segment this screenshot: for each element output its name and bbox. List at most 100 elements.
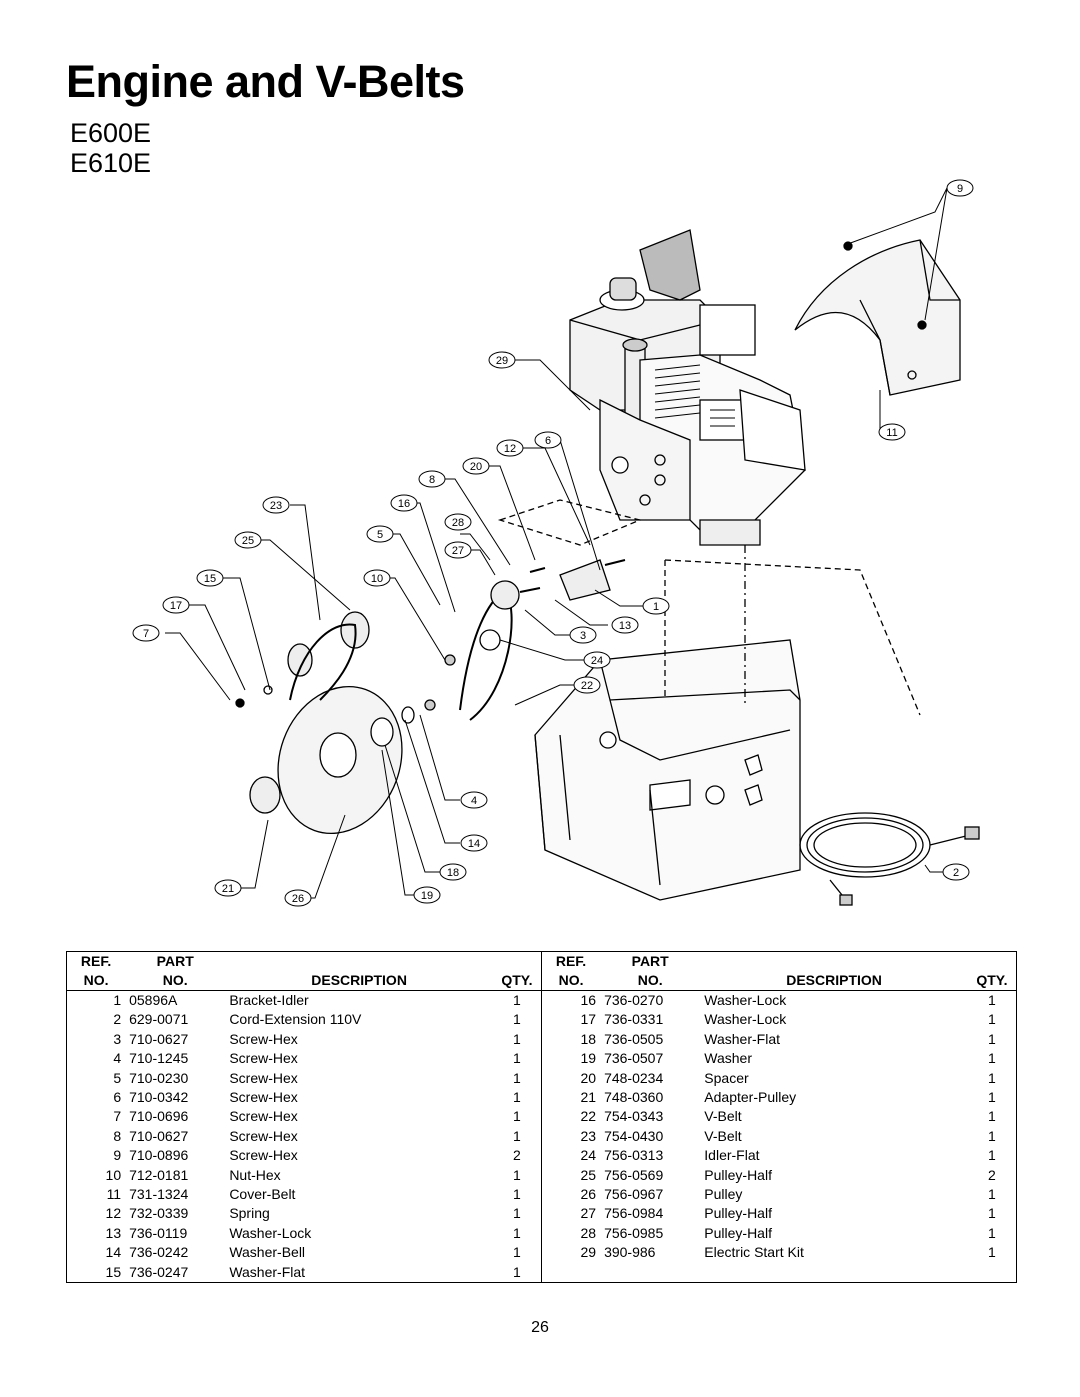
model-list: E600E E610E xyxy=(70,118,151,178)
cell-qty: 1 xyxy=(513,1244,521,1261)
cell-part: 710-0896 xyxy=(129,1147,189,1164)
cell-qty: 1 xyxy=(988,1224,996,1241)
cell-ref: 27 xyxy=(540,1204,601,1224)
cell-ref: 18 xyxy=(540,1029,601,1050)
cell-part: 05896A xyxy=(129,992,178,1008)
callout-18: 18 xyxy=(439,863,467,881)
cell-ref: 15 xyxy=(105,1263,122,1280)
callout-13: 13 xyxy=(611,616,639,634)
cell-ref: 17 xyxy=(540,1010,601,1030)
cell-ref: 3 xyxy=(113,1030,122,1047)
callout-20: 20 xyxy=(462,457,490,475)
extension-cord-illustration xyxy=(799,812,980,906)
callout-22: 22 xyxy=(573,676,601,694)
page-number: 26 xyxy=(531,1319,549,1336)
cell-qty: 1 xyxy=(988,1205,996,1222)
cell-qty: 1 xyxy=(988,1011,996,1028)
cell-qty: 1 xyxy=(988,1030,996,1047)
callout-24: 24 xyxy=(583,651,611,669)
cell-qty: 1 xyxy=(513,1030,521,1047)
svg-text:1: 1 xyxy=(653,601,659,613)
col-header-ref: REF.NO. xyxy=(80,953,112,988)
cell-desc: Cord-Extension 110V xyxy=(229,1011,362,1028)
callout-16: 16 xyxy=(390,494,418,512)
cell-desc: Pulley xyxy=(704,1186,743,1203)
callout-10: 10 xyxy=(363,569,391,587)
callout-5: 5 xyxy=(366,525,394,543)
cell-part: 748-0360 xyxy=(604,1089,664,1106)
cell-part: 736-0270 xyxy=(604,992,664,1008)
callout-27: 27 xyxy=(444,541,472,559)
cell-part: 710-0342 xyxy=(129,1089,189,1106)
cell-ref xyxy=(540,1262,601,1283)
svg-text:10: 10 xyxy=(371,573,383,585)
callout-25: 25 xyxy=(234,531,262,549)
cell-qty: 1 xyxy=(513,1224,521,1241)
cell-part: 756-0984 xyxy=(604,1205,664,1222)
cell-desc: Idler-Flat xyxy=(704,1147,760,1164)
cell-ref: 20 xyxy=(540,1068,601,1089)
exploded-parts-diagram: 1 2 3 4 5 6 7 8 9 10 11 12 13 14 15 16 1… xyxy=(132,179,980,907)
callout-2: 2 xyxy=(942,863,970,881)
cell-ref: 19 xyxy=(540,1049,601,1069)
svg-text:15: 15 xyxy=(204,573,216,585)
cell-qty: 1 xyxy=(513,992,521,1008)
callout-15: 15 xyxy=(196,569,224,587)
frame-illustration xyxy=(497,499,921,901)
cell-qty: 1 xyxy=(988,1108,996,1125)
cell-desc: Pulley-Half xyxy=(704,1224,772,1241)
cell-part: 710-0627 xyxy=(129,1030,189,1047)
cell-ref: 23 xyxy=(540,1126,601,1147)
svg-text:28: 28 xyxy=(452,517,464,529)
model-number: E610E xyxy=(70,148,152,178)
cell-part: 736-0119 xyxy=(129,1224,188,1241)
svg-text:13: 13 xyxy=(619,620,631,632)
svg-text:22: 22 xyxy=(581,680,593,692)
svg-text:19: 19 xyxy=(421,890,433,902)
svg-text:29: 29 xyxy=(496,355,508,367)
cell-desc: Washer-Lock xyxy=(704,1011,787,1028)
cell-desc: Nut-Hex xyxy=(229,1166,281,1183)
cell-desc: Washer-Lock xyxy=(229,1224,312,1241)
callout-28: 28 xyxy=(444,513,472,531)
cell-ref: 8 xyxy=(113,1127,122,1144)
svg-text:17: 17 xyxy=(170,600,182,612)
cell-desc: V-Belt xyxy=(704,1108,742,1125)
cell-ref: 11 xyxy=(106,1186,122,1203)
cell-part: 710-0230 xyxy=(129,1069,189,1086)
cell-part: 390-986 xyxy=(604,1244,656,1261)
svg-text:5: 5 xyxy=(377,529,383,541)
pulley-belt-illustration xyxy=(235,559,626,835)
cell-part: 736-0242 xyxy=(129,1244,189,1261)
svg-text:7: 7 xyxy=(143,628,149,640)
cell-ref: 13 xyxy=(105,1224,122,1241)
cell-part: 754-0343 xyxy=(604,1108,664,1125)
svg-text:20: 20 xyxy=(470,461,482,473)
col-header-description: DESCRIPTION xyxy=(786,972,882,988)
cell-ref: 21 xyxy=(540,1088,601,1108)
cell-part xyxy=(600,1263,700,1283)
cell-ref: 24 xyxy=(540,1146,601,1166)
cell-qty: 1 xyxy=(988,1244,996,1261)
cell-part: 748-0234 xyxy=(604,1069,664,1086)
cell-qty: 1 xyxy=(513,1069,521,1086)
cell-part: 736-0507 xyxy=(604,1050,664,1067)
svg-text:23: 23 xyxy=(270,500,282,512)
cell-qty: 2 xyxy=(513,1147,521,1164)
callout-bubbles: 1 2 3 4 5 6 7 8 9 10 11 12 13 14 15 16 1… xyxy=(132,179,974,907)
callout-11: 11 xyxy=(878,423,906,441)
cell-part: 710-0627 xyxy=(129,1127,189,1144)
callout-23: 23 xyxy=(262,496,290,514)
cell-desc: Screw-Hex xyxy=(229,1069,298,1086)
callout-9: 9 xyxy=(946,179,974,197)
cell-ref: 1 xyxy=(113,992,122,1008)
